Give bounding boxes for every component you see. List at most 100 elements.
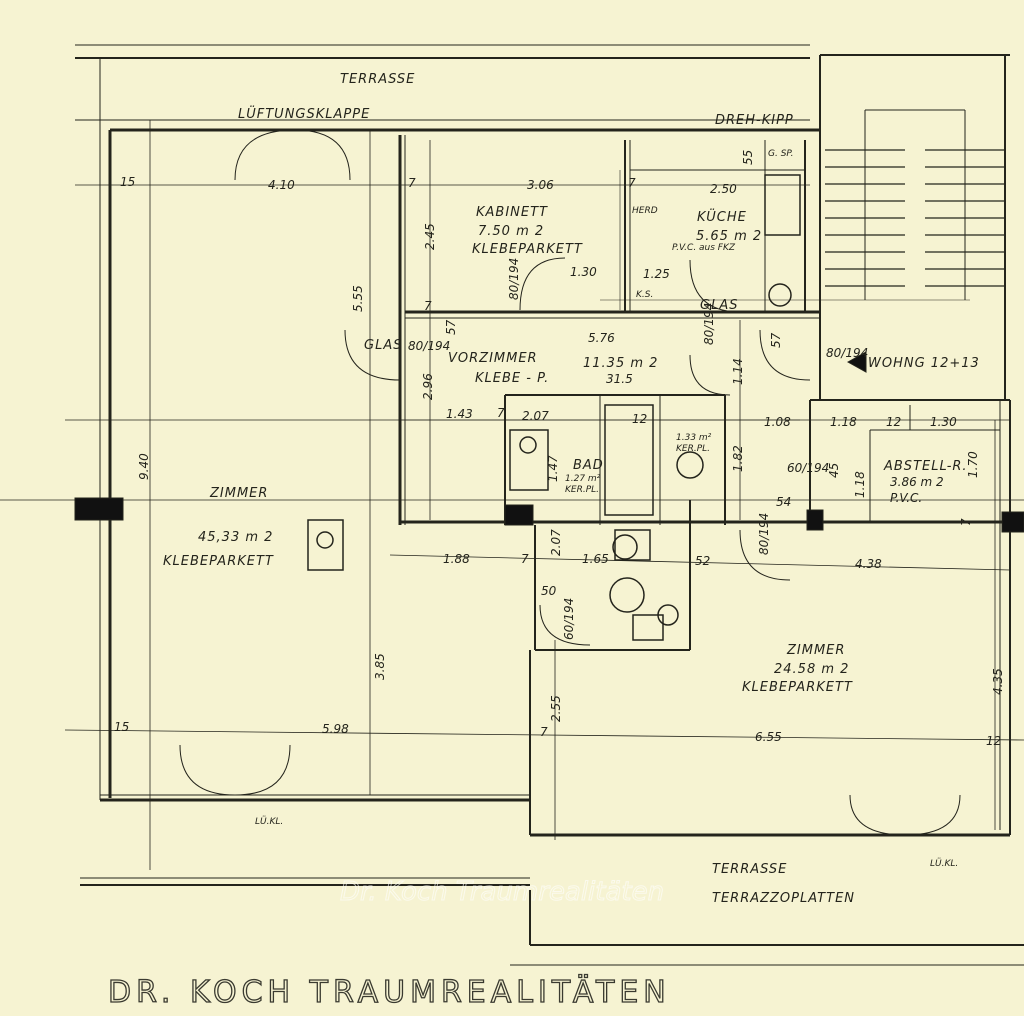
dimension-label: 60/194 bbox=[562, 598, 576, 640]
label-vorzimmer: VORZIMMER bbox=[448, 351, 538, 366]
door-swing bbox=[179, 744, 236, 796]
label-kueche-area: 5.65 m 2 bbox=[696, 229, 762, 244]
dimension-label: 12 bbox=[886, 415, 901, 429]
dimension-label: 7 bbox=[628, 176, 636, 190]
label-zimmer-floor: KLEBEPARKETT bbox=[163, 554, 274, 569]
label-terrasse: TERRASSE bbox=[340, 72, 415, 87]
fixture bbox=[307, 519, 344, 571]
label-kabinett-floor: KLEBEPARKETT bbox=[472, 242, 583, 257]
label-vorzimmer-area: 11.35 m 2 bbox=[583, 356, 658, 371]
dimension-label: 1.88 bbox=[443, 552, 470, 566]
dimension-label: 15 bbox=[114, 720, 129, 734]
door-swing bbox=[519, 257, 566, 311]
fixture-circle bbox=[676, 451, 704, 479]
label-wc-area: 1.33 m² bbox=[676, 433, 712, 443]
dimension-label: 7 bbox=[408, 176, 416, 190]
dimension-label: 1.82 bbox=[731, 445, 745, 472]
door-swing bbox=[904, 794, 961, 836]
fixture-circle bbox=[768, 283, 792, 307]
door-swing bbox=[739, 529, 791, 581]
label-zimmer-floor: KLEBEPARKETT bbox=[742, 680, 853, 695]
dimension-label: 80/194 bbox=[408, 339, 450, 353]
label-glas: GLAS bbox=[364, 338, 402, 353]
dimension-label: 1.43 bbox=[446, 407, 473, 421]
dimension-label: 12 bbox=[632, 412, 647, 426]
dimension-label: 3.06 bbox=[527, 178, 554, 192]
dimension-label: 45 bbox=[827, 463, 841, 478]
dimension-label: 7 bbox=[497, 406, 505, 420]
dimension-label: 2.07 bbox=[549, 529, 563, 556]
wall-line bbox=[389, 554, 1011, 571]
dimension-label: 5.98 bbox=[322, 722, 349, 736]
dimension-label: 2.55 bbox=[549, 695, 563, 722]
dimension-label: 2.07 bbox=[522, 409, 549, 423]
pillar bbox=[806, 509, 824, 531]
fixture-circle bbox=[657, 604, 679, 626]
dimension-label: 7 bbox=[424, 299, 432, 313]
pillar bbox=[504, 504, 534, 526]
label-gsp: G. SP. bbox=[768, 149, 793, 159]
room-labels: TERRASSE LÜFTUNGSKLAPPE DREH-KIPP G. SP.… bbox=[107, 72, 978, 1011]
dimension-label: 5.76 bbox=[588, 331, 615, 345]
label-zimmer-area: 45,33 m 2 bbox=[198, 530, 273, 545]
door-swing bbox=[689, 354, 731, 396]
fixture-circle bbox=[316, 531, 334, 549]
entrance-arrow-icon bbox=[846, 351, 867, 373]
dimension-label: 4.38 bbox=[855, 557, 882, 571]
label-abstell-area: 3.86 m 2 bbox=[890, 475, 944, 489]
fixture bbox=[632, 614, 664, 641]
pillar bbox=[1001, 511, 1024, 533]
dimension-label: 1.08 bbox=[764, 415, 791, 429]
label-zimmer: ZIMMER bbox=[786, 643, 845, 658]
fixture bbox=[614, 529, 651, 561]
dimension-label: 7 bbox=[959, 518, 973, 526]
fixture bbox=[764, 174, 801, 236]
dimension-label: 57 bbox=[769, 332, 783, 348]
dimension-label: 4.35 bbox=[991, 668, 1005, 695]
dimension-label: 1.14 bbox=[731, 358, 745, 385]
door-swing bbox=[759, 329, 811, 381]
label-terrasse: TERRASSE bbox=[712, 862, 787, 877]
door-swing bbox=[689, 259, 741, 313]
label-kabinett: KABINETT bbox=[476, 205, 548, 220]
fixture bbox=[509, 429, 549, 491]
dimension-label: 7 bbox=[540, 725, 548, 739]
label-abstell: ABSTELL-R. bbox=[883, 459, 968, 474]
dimension-label: 60/194 bbox=[787, 461, 829, 475]
dimension-label: 1.30 bbox=[930, 415, 957, 429]
label-terrazzo: TERRAZZOPLATTEN bbox=[712, 891, 855, 906]
label-wc-floor: KER.PL. bbox=[676, 444, 710, 454]
label-lukl: LÜ.KL. bbox=[930, 858, 958, 869]
door-swing bbox=[849, 794, 906, 836]
dimension-label: 1.18 bbox=[853, 471, 867, 498]
dimension-label: 1.47 bbox=[546, 455, 560, 482]
watermark: Dr. Koch Traumrealitäten bbox=[340, 877, 664, 907]
dimension-label: 80/194 bbox=[757, 513, 771, 555]
walls bbox=[0, 44, 1024, 966]
label-kabinett-area: 7.50 m 2 bbox=[478, 224, 544, 239]
dimension-label: 1.18 bbox=[830, 415, 857, 429]
label-lueftungsklappe: LÜFTUNGSKLAPPE bbox=[238, 105, 370, 122]
label-ks: K.S. bbox=[636, 290, 653, 300]
door-swing bbox=[294, 129, 351, 181]
label-kueche: KÜCHE bbox=[697, 208, 747, 225]
dimension-label: 52 bbox=[695, 554, 710, 568]
dimension-label: 2.96 bbox=[421, 373, 435, 400]
fixture-circle bbox=[609, 577, 645, 613]
dimension-label: 80/194 bbox=[702, 303, 716, 345]
dimension-label: 7 bbox=[521, 552, 529, 566]
dimension-label: 5.55 bbox=[351, 285, 365, 312]
dimension-label: 57 bbox=[444, 319, 458, 335]
fixture-circle bbox=[612, 534, 638, 560]
dimension-label: 31.5 bbox=[606, 372, 633, 386]
wall-line bbox=[64, 729, 1024, 741]
door-swing bbox=[234, 129, 296, 181]
dimension-label: 54 bbox=[776, 495, 791, 509]
label-lukl: LÜ.KL. bbox=[255, 816, 283, 827]
label-dreh-kipp: DREH-KIPP bbox=[715, 113, 794, 128]
label-bad: BAD bbox=[573, 458, 604, 473]
label-zimmer: ZIMMER bbox=[209, 486, 268, 501]
door-swing bbox=[539, 604, 591, 646]
label-kueche-floor: P.V.C. aus FKZ bbox=[672, 243, 736, 253]
